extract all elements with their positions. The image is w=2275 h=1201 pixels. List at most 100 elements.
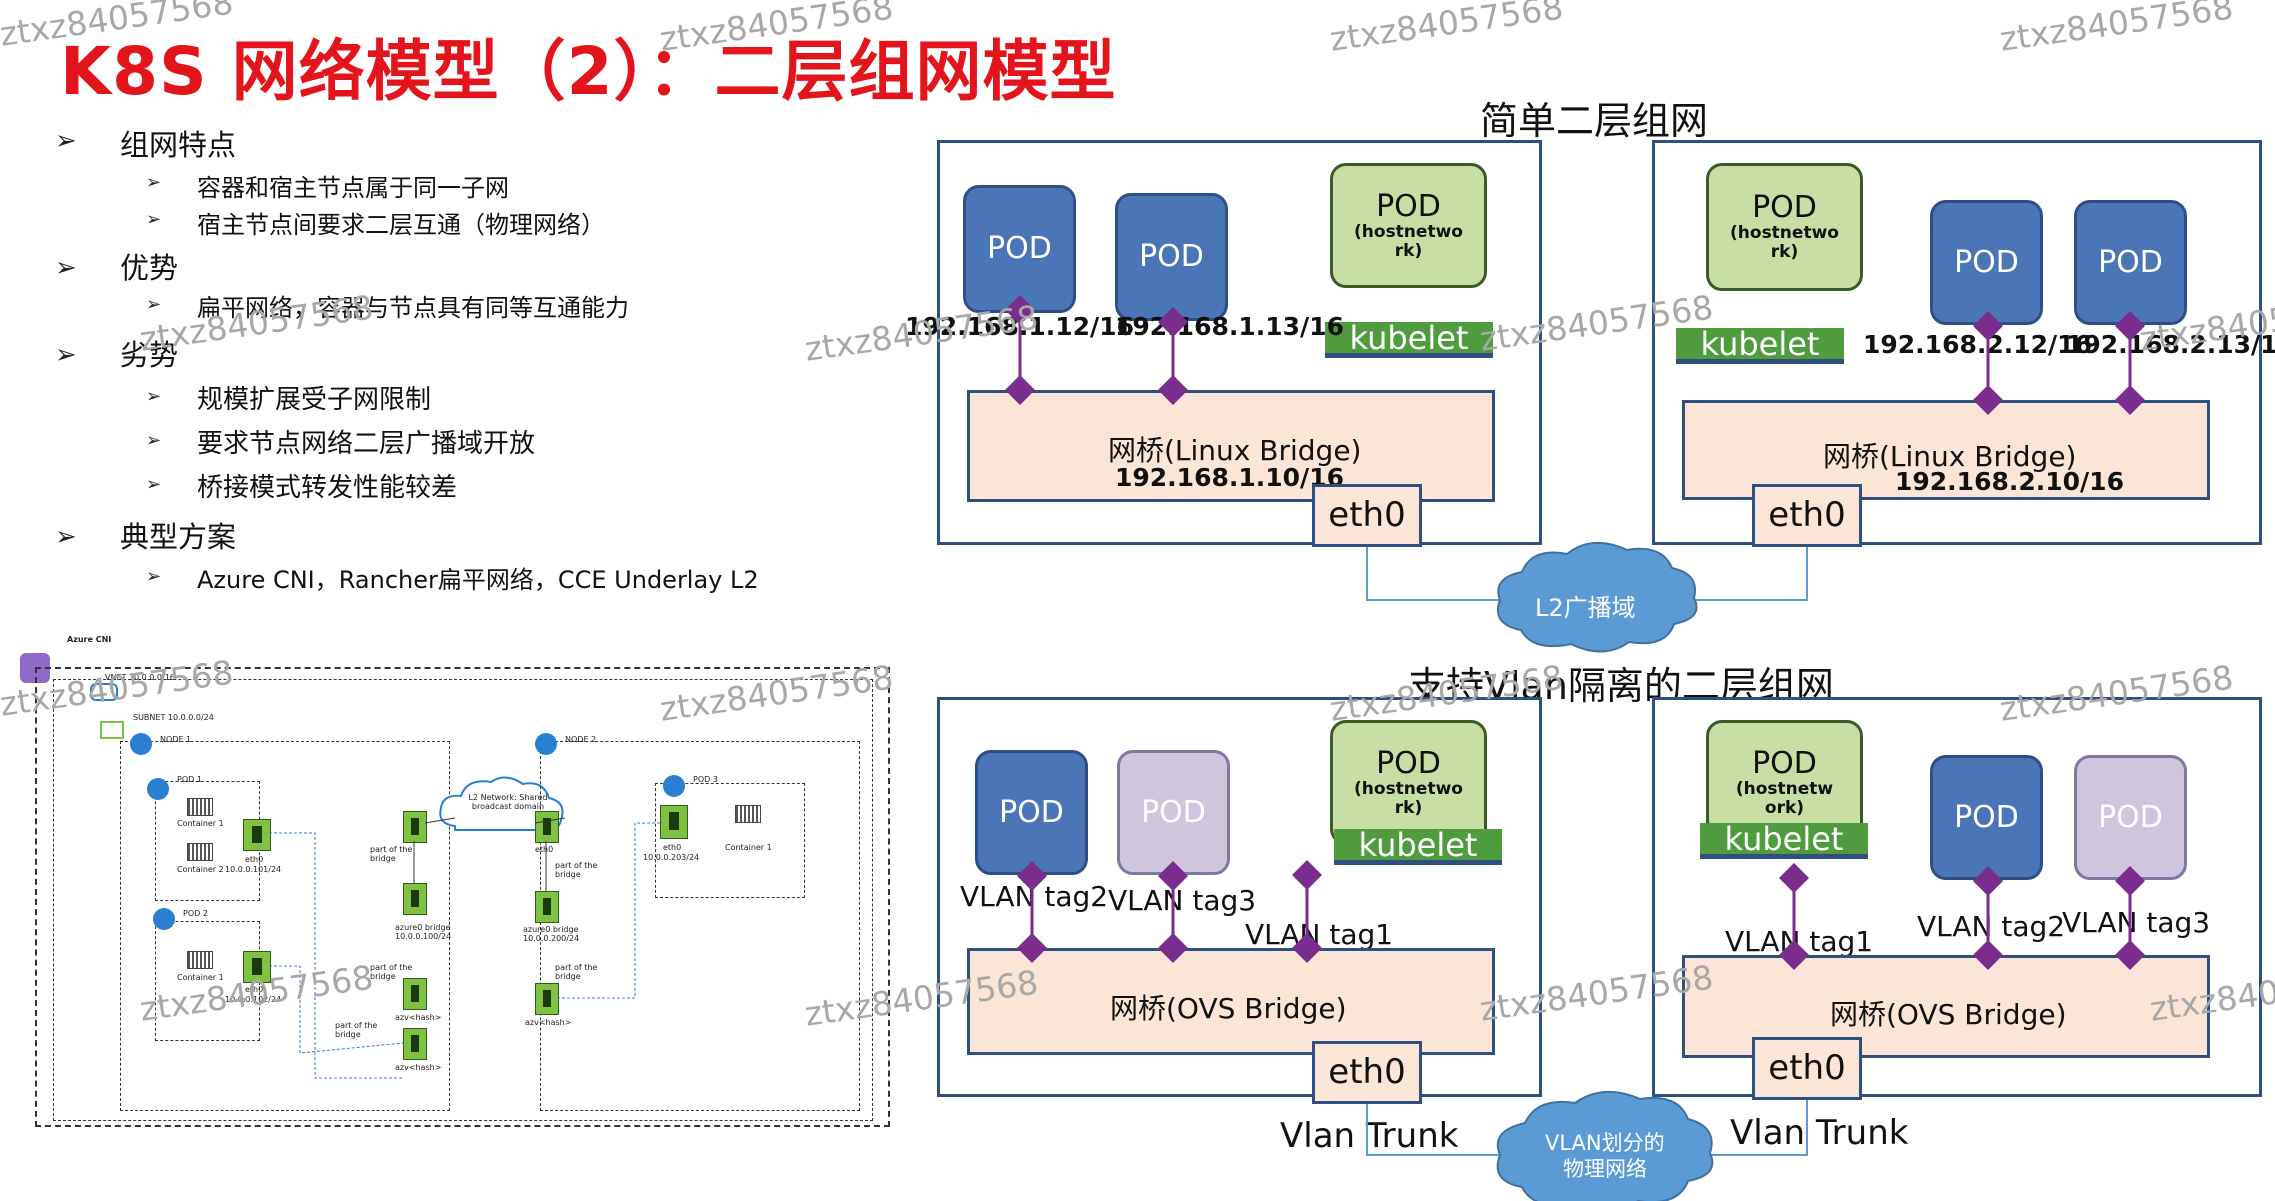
node2-icon [535, 733, 557, 755]
subnet-label: SUBNET 10.0.0.0/24 [133, 713, 214, 722]
bridge-ip: 192.168.2.10/16 [1895, 467, 2124, 496]
linux-bridge: 网桥(Linux Bridge) 192.168.2.10/16 [1682, 400, 2210, 500]
nic-icon [403, 811, 427, 843]
bridge-label: 网桥(Linux Bridge) [1108, 434, 1362, 467]
pod-label: POD [1376, 745, 1441, 781]
azure-cni-title: Azure CNI [67, 635, 112, 644]
container-icon [735, 805, 761, 823]
nic-icon [403, 978, 427, 1010]
azure-link-lines [269, 817, 660, 1079]
nic-icon [243, 951, 271, 983]
hostnetwork-label: (hostnetwo rk) [1354, 778, 1463, 818]
pod-label: POD [1139, 239, 1204, 274]
pod1-ip: 10.0.0.101/24 [225, 865, 282, 874]
pod-box-isolated: POD [2074, 755, 2187, 880]
bullet-arrow-icon: ➢ [146, 172, 162, 193]
azv-label: azv<hash> [525, 1018, 572, 1027]
bullet-advantages: 优势 [120, 251, 179, 285]
pod2-icon [153, 908, 175, 930]
ovs-bridge: 网桥(OVS Bridge) [967, 948, 1495, 1055]
bullet-arrow-icon: ➢ [146, 566, 162, 587]
kubelet-box: kubelet [1325, 322, 1493, 358]
pod-ip: 192.168.2.13/16 [2066, 330, 2275, 359]
top-diagram-title: 简单二层组网 [1480, 99, 1709, 143]
vnet-route-icon [90, 683, 118, 701]
ovs-bridge: 网桥(OVS Bridge) [1682, 955, 2210, 1058]
vlan-trunk-label: Vlan Trunk [1730, 1113, 1909, 1153]
bridge-part-label: part of the bridge [370, 845, 413, 863]
nic-icon [535, 983, 559, 1015]
pod-label: POD [2098, 244, 2163, 280]
nic-icon [535, 891, 559, 923]
uplink-lines [1366, 547, 1808, 1156]
bridge-part-label: part of the bridge [335, 1021, 378, 1039]
bridge-ip: 192.168.1.10/16 [1115, 463, 1344, 492]
nic-icon [660, 805, 688, 839]
bullet-arrow-icon: ➢ [146, 430, 162, 451]
l2-network-label: L2 Network: Shared broadcast domain [468, 793, 548, 811]
bullet-arrow-icon: ➢ [146, 474, 162, 495]
container-icon [187, 951, 213, 969]
pod-label: POD [1752, 745, 1817, 781]
azv-label: azv<hash> [395, 1063, 442, 1072]
bullet-arrow-icon: ➢ [55, 522, 77, 552]
azure0-bridge-node1: azure0 bridge 10.0.0.100/24 [395, 923, 452, 941]
node1-boundary [120, 741, 450, 1111]
bullet-subnet-limit: 规模扩展受子网限制 [197, 385, 432, 415]
eth0-port: eth0 [1312, 1041, 1422, 1104]
bullet-arrow-icon: ➢ [146, 209, 162, 230]
bullet-flat-network: 扁平网络，容器与节点具有同等互通能力 [197, 294, 629, 322]
bullet-arrow-icon: ➢ [55, 253, 77, 283]
linux-bridge: 网桥(Linux Bridge) 192.168.1.10/16 [967, 390, 1495, 502]
pod-ip: 192.168.1.13/16 [1115, 312, 1344, 341]
node2-label: NODE 2 [565, 735, 597, 744]
subnet-icon [100, 721, 124, 739]
hostnetwork-pod: POD (hostnetwo rk) [1706, 163, 1863, 291]
nic-icon [403, 883, 427, 915]
eth0-port: eth0 [1752, 1037, 1862, 1100]
azure-cni-diagram: Azure CNI VNET 10.0.0.0/16 SUBNET 10.0.0… [20, 633, 895, 1133]
container-icon [187, 798, 213, 816]
pod-label: POD [1954, 244, 2019, 280]
bullet-network-features: 组网特点 [120, 128, 237, 162]
nic-icon [243, 819, 271, 851]
eth0-port: eth0 [1312, 484, 1422, 547]
pod-box: POD [1930, 755, 2043, 880]
bullet-broadcast-domain: 要求节点网络二层广播域开放 [197, 429, 536, 459]
subnet-boundary [53, 679, 873, 1121]
hostnetwork-label: (hostnetw ork) [1735, 778, 1834, 818]
pod-label: POD [1752, 190, 1817, 225]
vlan-cloud-label-line2: 物理网络 [1563, 1157, 1647, 1181]
node2-boundary [540, 741, 860, 1111]
bullet-arrow-icon: ➢ [146, 294, 162, 315]
kubelet-box: kubelet [1334, 829, 1502, 865]
l2-broadcast-cloud-label: L2广播域 [1535, 594, 1636, 622]
pod-label: POD [1141, 794, 1206, 830]
pod-label: POD [987, 231, 1052, 266]
pod-label: POD [1376, 188, 1441, 224]
bullet-arrow-icon: ➢ [55, 126, 77, 156]
page-title: K8S 网络模型（2）：二层组网模型 [60, 33, 1117, 110]
container1-label: Container 1 [177, 973, 224, 982]
pod-box: POD [1115, 193, 1228, 321]
bridge-label: 网桥(Linux Bridge) [1823, 440, 2077, 473]
container1-label: Container 1 [725, 843, 772, 852]
eth0-label: eth0 [245, 985, 264, 994]
l2-broadcast-cloud [1496, 541, 1698, 653]
azv-label: azv<hash> [395, 1013, 442, 1022]
vnet-boundary [35, 667, 890, 1127]
eth0-label: eth0 [535, 845, 554, 854]
pod-label: POD [999, 794, 1064, 830]
node1-icon [130, 733, 152, 755]
pod3-label: POD 3 [693, 775, 718, 784]
nic-icon [535, 811, 559, 843]
pod2-ip: 10.0.0.102/24 [225, 995, 282, 1004]
container-icon [187, 843, 213, 861]
pod1-label: POD 1 [177, 775, 202, 784]
l2-network-cloud-icon [439, 776, 564, 832]
pod3-icon [663, 775, 685, 797]
bullet-solution-list: Azure CNI，Rancher扁平网络，CCE Underlay L2 [197, 566, 759, 594]
bullet-bridge-performance: 桥接模式转发性能较差 [197, 473, 458, 503]
vnet-label: VNET 10.0.0.0/16 [105, 673, 175, 682]
